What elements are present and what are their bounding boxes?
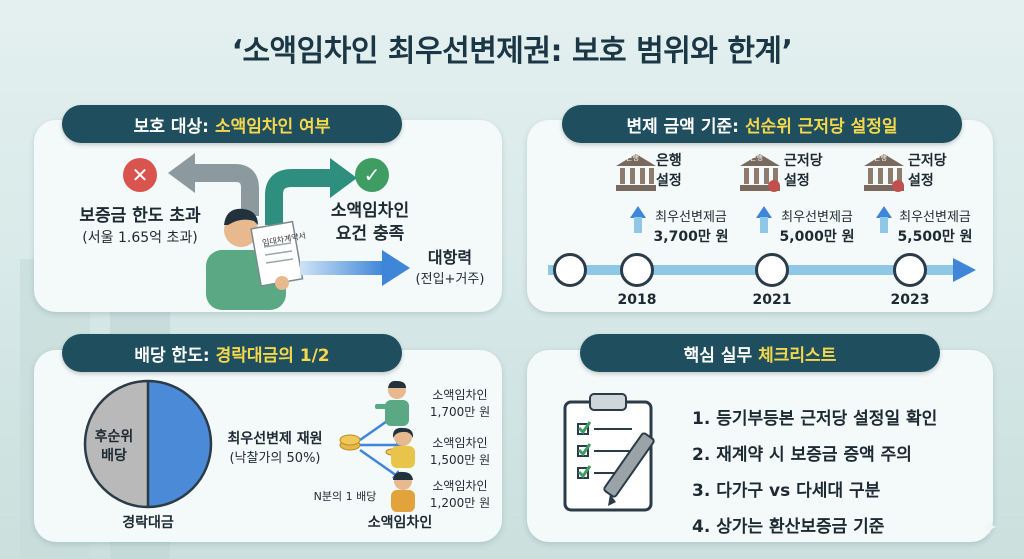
year-label: 2021 xyxy=(752,292,792,308)
checklist-item-4: 4. 상가는 환산보증금 기준 xyxy=(692,517,885,537)
clock-icon xyxy=(620,253,654,287)
bank-icon xyxy=(616,154,656,191)
clock-icon-start xyxy=(553,253,587,287)
page-title: ‘소액임차인 최우선변제권: 보호 범위와 한계’ xyxy=(231,34,793,69)
deposit-exceed-title: 보증금 한도 초과 xyxy=(79,206,201,226)
person-with-contract-icon xyxy=(206,208,304,310)
check-icon: ✓ xyxy=(355,158,389,192)
entry-label-line1: 근저당 xyxy=(784,153,823,169)
up-arrow-icon xyxy=(630,206,646,218)
amount-value: 3,700만 원 xyxy=(653,229,729,245)
clipboard-checklist-icon xyxy=(563,393,655,512)
entry-label-line2: 설정 xyxy=(656,173,682,189)
tenant-name-2: 소액임차인 xyxy=(432,436,488,450)
entry-label-line2: 설정 xyxy=(908,173,934,189)
checklist-item-1: 1. 등기부등본 근저당 설정일 확인 xyxy=(692,409,938,429)
person-icon-3 xyxy=(391,471,415,512)
right-up-arrow-icon xyxy=(265,158,357,225)
clock-icon xyxy=(755,253,789,287)
amount-label: 최우선변제금 xyxy=(781,210,853,225)
person-icon-1 xyxy=(375,380,409,426)
up-arrow-stem xyxy=(880,217,888,233)
checklist-item-3: 3. 다가구 vs 다세대 구분 xyxy=(692,481,881,501)
entry-label-line1: 근저당 xyxy=(908,153,947,169)
tenant-name-3: 소액임차인 xyxy=(432,479,488,493)
bank-icon xyxy=(740,154,780,192)
bank-sign: 은행 xyxy=(626,154,639,162)
panel3-header: 배당 한도:경락대금의 1/2 xyxy=(62,334,402,372)
entry-label-line1: 은행 xyxy=(656,153,682,169)
panel1-header: 보호 대상:소액임차인 여부 xyxy=(62,105,402,143)
bank-sign: 은행 xyxy=(874,154,887,162)
small-tenant-qualified-line1: 소액임차인 xyxy=(330,201,410,221)
pie-caption: 경락대금 xyxy=(122,515,174,531)
blue-right-arrow-icon xyxy=(300,250,410,286)
small-tenant-qualified-line2: 요건 충족 xyxy=(335,224,405,244)
amount-label: 최우선변제금 xyxy=(655,210,727,225)
small-tenants-label: 소액임차인 xyxy=(367,515,433,531)
up-arrow-icon xyxy=(876,206,892,218)
panel2-header: 변제 금액 기준:선순위 근저당 설정일 xyxy=(562,105,962,143)
opposing-power-title: 대항력 xyxy=(427,248,473,267)
pie-slice-priority xyxy=(148,381,211,507)
checklist-item-2: 2. 재계약 시 보증금 증액 주의 xyxy=(692,445,912,465)
pie-left-line1: 후순위 xyxy=(94,429,134,445)
up-arrow-stem xyxy=(634,217,642,233)
checklist: 1. 등기부등본 근저당 설정일 확인 2. 재계약 시 보증금 증액 주의 3… xyxy=(692,404,982,548)
priority-fund-line1: 최우선변제 재원 xyxy=(227,431,323,447)
year-label: 2023 xyxy=(890,292,930,308)
clock-icon xyxy=(893,253,927,287)
person-icon-2 xyxy=(391,427,415,468)
pie-chart xyxy=(83,379,213,509)
timeline-arrow xyxy=(548,258,976,282)
bank-sign: 은행 xyxy=(750,154,763,162)
tenant-amount-1: 1,700만 원 xyxy=(429,405,491,419)
tenant-name-1: 소액임차인 xyxy=(432,388,488,402)
reject-icon: ✕ xyxy=(123,158,157,192)
pie-slice-subordinate xyxy=(85,381,148,507)
sparkle-icon: ✦ xyxy=(980,516,999,541)
priority-fund-line2: (낙찰가의 50%) xyxy=(229,451,321,466)
pie-left-line2: 배당 xyxy=(101,448,127,464)
year-label: 2018 xyxy=(617,292,657,308)
amount-value: 5,500만 원 xyxy=(897,229,973,245)
left-arrow-icon xyxy=(168,153,259,216)
deposit-exceed-sub: (서울 1.65억 초과) xyxy=(82,230,198,246)
bank-icon xyxy=(864,154,904,192)
tenant-amount-3: 1,200만 원 xyxy=(429,496,491,510)
amount-label: 최우선변제금 xyxy=(899,210,971,225)
opposing-power-sub: (전입+거주) xyxy=(415,272,485,287)
up-arrow-icon xyxy=(756,206,772,218)
split-label: N분의 1 배당 xyxy=(313,490,377,503)
amount-value: 5,000만 원 xyxy=(779,229,855,245)
entry-label-line2: 설정 xyxy=(784,173,810,189)
up-arrow-stem xyxy=(760,217,768,233)
tenant-amount-2: 1,500만 원 xyxy=(429,453,491,467)
